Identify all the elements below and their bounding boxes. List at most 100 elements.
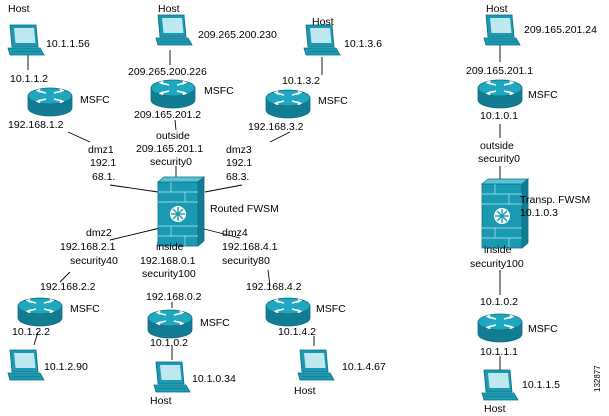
- firewall-name: Transp. FWSM: [520, 194, 590, 206]
- host-ip: 10.1.1.5: [522, 379, 560, 391]
- transp-interface-inside: inside security100: [470, 244, 524, 270]
- interface-dmz3: dmz3 192.1 68.3.: [226, 144, 252, 183]
- security-level: security0: [150, 156, 192, 168]
- host-icon: [7, 349, 45, 381]
- routed-network: Host 10.1.1.56 Host 209.265.200.230 Host…: [7, 3, 386, 407]
- router-bottom-ip: 10.1.2.2: [12, 326, 50, 338]
- host-icon: [153, 361, 191, 393]
- interface-ip-part: 192.1: [90, 157, 116, 169]
- router-r4: 192.168.2.2 MSFC 10.1.2.2: [12, 281, 100, 338]
- host-ip: 10.1.0.34: [192, 373, 236, 385]
- host-ip: 10.1.4.67: [342, 361, 386, 373]
- router-bottom-ip: 192.168.1.2: [8, 119, 64, 131]
- security-level: security40: [70, 255, 118, 267]
- interface-ip: 209.165.201.1: [136, 143, 203, 155]
- host-top-right: Host 10.1.3.6: [303, 16, 382, 56]
- router-bottom-ip: 192.168.3.2: [248, 121, 304, 133]
- connection-lines: [27, 50, 323, 360]
- interface-name: dmz4: [222, 227, 248, 239]
- transparent-fwsm: Transp. FWSM 10.1.0.3: [481, 178, 590, 249]
- router-top-ip: 192.168.0.2: [146, 291, 202, 303]
- router-name: MSFC: [70, 303, 100, 315]
- transp-router-bottom: 10.1.0.2 MSFC 10.1.1.1: [477, 296, 558, 358]
- interface-dmz4: dmz4 192.168.4.1 security80: [222, 227, 278, 267]
- router-name: MSFC: [528, 323, 558, 335]
- host-title: Host: [486, 3, 508, 15]
- host-bottom-right: Host 10.1.4.67: [294, 349, 386, 397]
- router-top-ip: 209.165.201.1: [466, 65, 533, 77]
- router-r2: 209.265.200.226 MSFC 209.165.201.2: [128, 66, 234, 121]
- router-bottom-ip: 10.1.0.2: [150, 337, 188, 349]
- host-ip: 10.1.1.56: [46, 38, 90, 50]
- security-level: security0: [478, 153, 520, 165]
- host-top-left: Host 10.1.1.56: [7, 3, 90, 56]
- host-title: Host: [150, 395, 172, 407]
- host-ip: 10.1.3.6: [344, 38, 382, 50]
- router-bottom-ip: 10.1.1.1: [480, 346, 518, 358]
- router-r6: 192.168.4.2 MSFC 10.1.4.2: [246, 281, 346, 338]
- router-r1: 10.1.1.2 MSFC 192.168.1.2: [8, 73, 110, 131]
- router-r5: 192.168.0.2 MSFC 10.1.0.2: [146, 291, 230, 349]
- router-icon: [477, 313, 523, 343]
- host-bottom-center: Host 10.1.0.34: [150, 361, 236, 407]
- interface-name: outside: [480, 140, 514, 152]
- interface-name: dmz3: [226, 144, 252, 156]
- host-icon: [155, 14, 193, 46]
- router-bottom-ip: 10.1.4.2: [278, 326, 316, 338]
- router-icon: [27, 87, 73, 117]
- interface-ip: 192.168.2.1: [60, 241, 116, 253]
- interface-ip-part: 192.1: [226, 157, 252, 169]
- router-top-ip: 192.168.4.2: [246, 281, 302, 293]
- host-ip: 209.165.201.24: [524, 24, 597, 36]
- router-name: MSFC: [204, 85, 234, 97]
- interface-ip: 192.168.4.1: [222, 241, 278, 253]
- host-ip: 209.265.200.230: [198, 29, 277, 41]
- router-icon: [265, 89, 311, 119]
- host-title: Host: [294, 385, 316, 397]
- router-icon: [147, 309, 193, 339]
- router-top-ip: 192.168.2.2: [40, 281, 96, 293]
- router-top-ip: 10.1.1.2: [10, 73, 48, 85]
- host-title: Host: [8, 3, 30, 15]
- routed-fwsm: Routed FWSM: [157, 176, 279, 247]
- host-icon: [303, 24, 341, 56]
- transparent-network: Host 209.165.201.24 209.165.201.1 MSFC 1…: [466, 3, 597, 415]
- router-name: MSFC: [200, 317, 230, 329]
- host-icon: [483, 14, 521, 46]
- interface-ip-part: 68.3.: [226, 171, 249, 183]
- router-top-ip: 209.265.200.226: [128, 66, 207, 78]
- firewall-ip: 10.1.0.3: [520, 207, 558, 219]
- router-icon: [150, 79, 196, 109]
- host-top-center: Host 209.265.200.230: [155, 3, 277, 46]
- router-name: MSFC: [80, 94, 110, 106]
- interface-dmz2: dmz2 192.168.2.1 security40: [60, 227, 118, 267]
- interface-ip: 192.168.0.1: [140, 255, 196, 267]
- host-icon: [481, 369, 519, 401]
- host-icon: [7, 24, 45, 56]
- firewall-icon: [157, 176, 205, 247]
- router-top-ip: 10.1.0.2: [480, 296, 518, 308]
- router-icon: [477, 79, 523, 109]
- router-bottom-ip: 10.1.0.1: [480, 110, 518, 122]
- router-icon: [265, 297, 311, 327]
- host-ip: 10.1.2.90: [44, 361, 88, 373]
- host-title: Host: [312, 16, 334, 28]
- host-bottom-left: 10.1.2.90: [7, 349, 88, 381]
- firewall-name: Routed FWSM: [210, 203, 279, 215]
- interface-name: inside: [156, 241, 184, 253]
- transp-host-top: Host 209.165.201.24: [483, 3, 597, 46]
- host-icon: [297, 349, 335, 381]
- security-level: security80: [222, 255, 270, 267]
- transp-interface-outside: outside security0: [478, 140, 520, 165]
- security-level: security100: [470, 258, 524, 270]
- interface-dmz1: dmz1 192.1 68.1.: [88, 144, 116, 183]
- router-name: MSFC: [318, 95, 348, 107]
- router-r3: 10.1.3.2 MSFC 192.168.3.2: [248, 75, 348, 133]
- host-title: Host: [158, 3, 180, 15]
- interface-name: outside: [156, 130, 190, 142]
- figure-id: 132877: [593, 365, 602, 392]
- security-level: security100: [142, 268, 196, 280]
- router-name: MSFC: [528, 89, 558, 101]
- router-top-ip: 10.1.3.2: [282, 75, 320, 87]
